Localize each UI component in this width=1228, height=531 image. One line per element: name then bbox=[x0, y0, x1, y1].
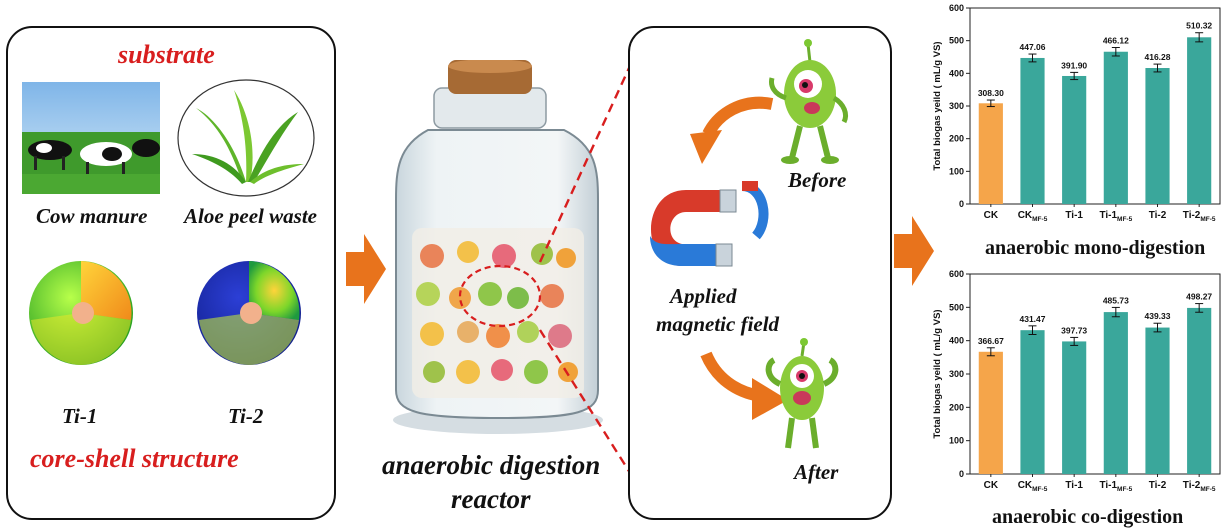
substrate-title: substrate bbox=[118, 40, 215, 69]
x-tick-label: CKMF-5 bbox=[1018, 480, 1048, 493]
ti-2-core-shell-sphere bbox=[197, 261, 301, 365]
aloe-peel-label: Aloe peel waste bbox=[184, 204, 317, 228]
data-label: 416.28 bbox=[1145, 52, 1171, 62]
data-label: 397.73 bbox=[1061, 325, 1087, 335]
data-label: 308.30 bbox=[978, 88, 1004, 98]
magnetic-field-panel bbox=[628, 26, 892, 520]
cow-manure-image bbox=[22, 82, 160, 194]
x-tick-label: Ti-2 bbox=[1149, 480, 1167, 491]
x-tick-label: CKMF-5 bbox=[1018, 210, 1048, 223]
after-label: After bbox=[794, 460, 839, 484]
data-label: 391.90 bbox=[1061, 60, 1087, 70]
y-tick-label: 400 bbox=[949, 68, 964, 78]
x-tick-label: Ti-2MF-5 bbox=[1183, 210, 1216, 223]
aloe-peel-image bbox=[177, 79, 315, 197]
plot-frame bbox=[969, 273, 1221, 475]
bar bbox=[1187, 307, 1212, 474]
microbe-after-image bbox=[765, 338, 839, 449]
applied-field-label-line1: Applied bbox=[670, 284, 737, 308]
y-tick-label: 500 bbox=[949, 302, 964, 312]
data-label: 485.73 bbox=[1103, 295, 1129, 305]
data-label: 466.12 bbox=[1103, 35, 1129, 45]
bar bbox=[1103, 312, 1128, 474]
x-tick-label: CK bbox=[984, 210, 999, 221]
y-tick-label: 0 bbox=[959, 469, 964, 479]
x-tick-label: Ti-2 bbox=[1149, 210, 1167, 221]
bar bbox=[1062, 341, 1087, 474]
bar bbox=[1020, 57, 1045, 204]
bar bbox=[1187, 37, 1212, 204]
magnet-icon bbox=[650, 181, 769, 267]
x-tick-label: Ti-1 bbox=[1065, 480, 1083, 491]
bar bbox=[1145, 327, 1170, 474]
y-tick-label: 100 bbox=[949, 436, 964, 446]
before-label: Before bbox=[788, 168, 847, 192]
reactor-label-line2: reactor bbox=[451, 484, 531, 514]
bar bbox=[978, 351, 1003, 474]
x-tick-label: Ti-2MF-5 bbox=[1183, 480, 1216, 493]
microbe-before-image bbox=[769, 39, 849, 164]
x-tick-label: Ti-1 bbox=[1065, 210, 1083, 221]
bar bbox=[1020, 330, 1045, 474]
y-tick-label: 300 bbox=[949, 101, 964, 111]
ti-1-label: Ti-1 bbox=[62, 404, 98, 428]
x-tick-label: CK bbox=[984, 480, 999, 491]
y-axis-label: Total biogas yeild ( mL/g VS) bbox=[932, 41, 943, 170]
x-tick-label: Ti-1MF-5 bbox=[1099, 480, 1132, 493]
bar bbox=[1145, 68, 1170, 204]
y-tick-label: 600 bbox=[949, 3, 964, 13]
co-digestion-title: anaerobic co-digestion bbox=[992, 506, 1184, 528]
reactor-label-line1: anaerobic digestion bbox=[382, 450, 601, 480]
arrow-right-icon bbox=[346, 234, 386, 304]
data-label: 366.67 bbox=[978, 336, 1004, 346]
reactor-jar-image bbox=[393, 60, 603, 434]
cow-manure-label: Cow manure bbox=[36, 204, 148, 228]
x-tick-label: Ti-1MF-5 bbox=[1099, 210, 1132, 223]
bar bbox=[1103, 51, 1128, 205]
y-tick-label: 500 bbox=[949, 36, 964, 46]
y-tick-label: 300 bbox=[949, 369, 964, 379]
y-tick-label: 200 bbox=[949, 134, 964, 144]
y-tick-label: 0 bbox=[959, 199, 964, 209]
ti-1-core-shell-sphere bbox=[29, 261, 133, 365]
curved-arrow-icon-2 bbox=[700, 351, 788, 420]
y-tick-label: 600 bbox=[949, 269, 964, 279]
curved-arrow-icon bbox=[690, 96, 774, 164]
bar bbox=[978, 103, 1003, 204]
data-label: 447.06 bbox=[1020, 42, 1046, 52]
y-axis-label: Total biogas yeild ( mL/g VS) bbox=[932, 309, 943, 438]
data-label: 431.47 bbox=[1020, 314, 1046, 324]
core-shell-title: core-shell structure bbox=[30, 444, 239, 473]
y-tick-label: 200 bbox=[949, 402, 964, 412]
ti-2-label: Ti-2 bbox=[228, 404, 264, 428]
plot-frame bbox=[969, 7, 1221, 205]
mono-digestion-title: anaerobic mono-digestion bbox=[985, 237, 1206, 259]
data-label: 498.27 bbox=[1186, 292, 1212, 302]
data-label: 439.33 bbox=[1145, 311, 1171, 321]
data-label: 510.32 bbox=[1186, 21, 1212, 31]
y-tick-label: 100 bbox=[949, 166, 964, 176]
applied-field-label-line2: magnetic field bbox=[656, 312, 780, 336]
bar bbox=[1062, 75, 1087, 204]
y-tick-label: 400 bbox=[949, 336, 964, 346]
arrow-right-icon-2 bbox=[894, 216, 934, 286]
